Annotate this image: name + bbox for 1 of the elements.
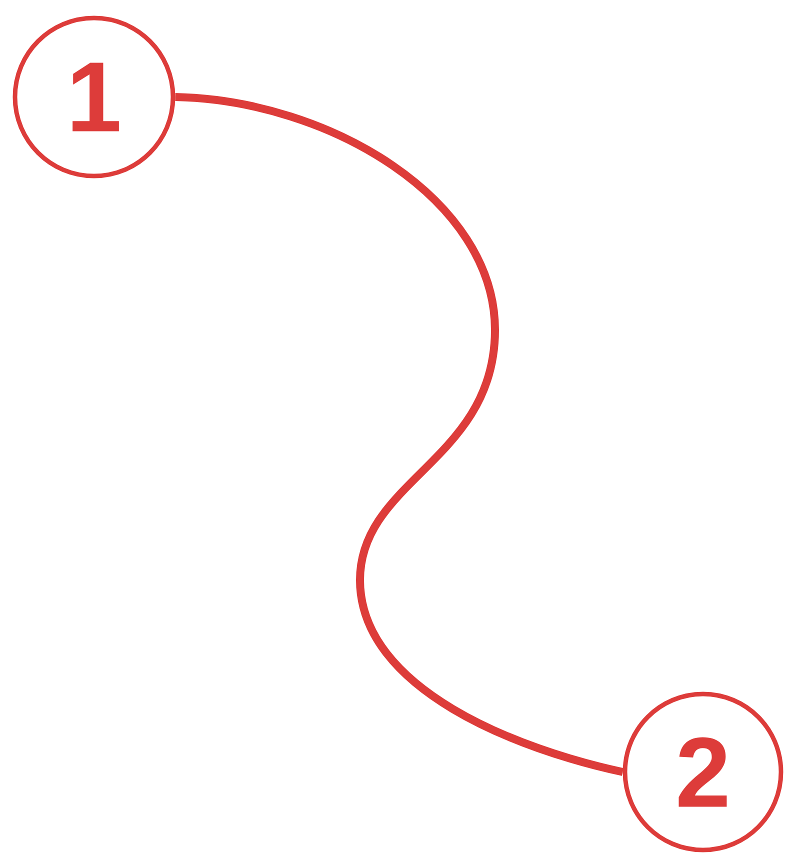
curved-line	[174, 93, 624, 776]
